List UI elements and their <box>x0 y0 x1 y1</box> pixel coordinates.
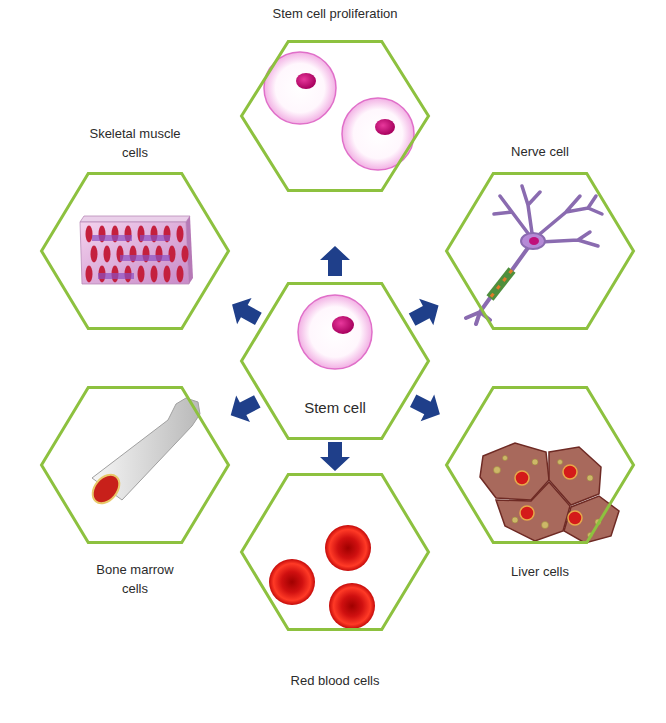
muscle-fiber <box>98 273 134 279</box>
muscle-nucleus <box>177 226 184 243</box>
hexagon-outline <box>445 386 635 544</box>
hexagon-outline <box>240 473 430 631</box>
cell-granule <box>512 517 518 523</box>
block-arrow <box>410 394 440 421</box>
block-arrow <box>320 246 350 276</box>
hexagon-node: Stem cell <box>240 282 430 440</box>
hexagon-caption: Stem cell proliferation <box>235 5 435 24</box>
hexagon-node: Nerve cell <box>445 172 635 330</box>
myelin-sheath <box>490 270 512 298</box>
hexagon-caption: Red blood cells <box>255 672 415 691</box>
myelin-node <box>490 270 512 298</box>
hexagon-caption: Skeletal muscle cells <box>85 125 185 163</box>
cell-granule <box>558 460 563 465</box>
muscle-nucleus <box>86 226 93 243</box>
muscle-fiber <box>140 235 170 241</box>
cell-nucleus <box>568 511 582 525</box>
muscle-nucleus <box>138 266 145 283</box>
muscle-figure <box>80 216 193 284</box>
liver-cells-figure <box>480 443 619 543</box>
hexagon-node: Stem cell proliferation <box>240 40 430 192</box>
hexagon-node: Liver cells <box>445 386 635 544</box>
cell-nucleus <box>515 471 529 485</box>
red-blood-cells-figure <box>269 525 375 629</box>
hexagon-outline <box>242 284 429 439</box>
hexagon-caption: Liver cells <box>480 563 600 582</box>
muscle-fiber <box>120 255 170 261</box>
cell-nucleus <box>296 73 316 89</box>
cell-granule <box>532 459 538 465</box>
muscle-nucleus <box>151 266 158 283</box>
block-arrow <box>320 442 350 471</box>
hexagon-outline <box>240 40 430 192</box>
liver-cell <box>480 443 549 500</box>
cell-nucleus <box>563 465 577 479</box>
cell-body <box>342 98 414 170</box>
hexagon-caption: Bone marrow cells <box>85 561 185 599</box>
cell-nucleus <box>375 119 395 135</box>
hexagon-outline <box>445 172 635 330</box>
cell-granule <box>587 475 593 481</box>
cell-body <box>298 295 372 369</box>
red-blood-cell <box>325 525 371 571</box>
cell-nucleus <box>520 506 534 520</box>
muscle-nucleus <box>86 266 93 283</box>
muscle-nucleus <box>182 246 189 263</box>
hexagon-outline <box>42 388 229 543</box>
hexagon-outline <box>42 174 229 329</box>
hexagon-outline <box>447 388 634 543</box>
muscle-nucleus <box>164 266 171 283</box>
block-arrow <box>409 299 439 326</box>
liver-cell <box>496 482 570 541</box>
axon <box>466 245 530 324</box>
cell-nucleus <box>529 237 539 245</box>
nerve-figure <box>466 186 602 324</box>
cell-granule <box>503 456 508 461</box>
cell-granule <box>494 467 501 474</box>
muscle-fiber <box>92 235 132 241</box>
hexagon-outline <box>242 42 429 191</box>
bone-marrow <box>87 470 124 509</box>
hexagon-outline <box>40 386 230 544</box>
hexagon-outline <box>40 172 230 330</box>
hexagon-node: Red blood cells <box>240 473 430 631</box>
cell-body <box>521 233 545 249</box>
node-label: Stem cell <box>260 397 410 419</box>
muscle-nucleus <box>104 246 111 263</box>
block-arrow <box>232 298 262 325</box>
red-blood-cell <box>269 559 315 605</box>
muscle-nucleus <box>91 246 98 263</box>
muscle-block <box>80 222 189 284</box>
proliferating-cells <box>264 52 414 170</box>
red-blood-cell <box>329 583 375 629</box>
hexagon-outline <box>447 174 634 329</box>
block-arrow <box>231 395 261 422</box>
muscle-top <box>80 216 190 222</box>
stem-cell-figure <box>298 295 372 369</box>
hexagon-node: Bone marrow cells <box>40 386 230 544</box>
bone-figure <box>87 398 200 508</box>
hexagon-outline <box>242 475 429 630</box>
muscle-nucleus <box>177 266 184 283</box>
cell-nucleus <box>332 316 354 334</box>
hexagon-outline <box>240 282 430 440</box>
hexagon-node: Skeletal muscle cells <box>40 172 230 330</box>
hexagon-caption: Nerve cell <box>480 143 600 162</box>
cell-granule <box>542 522 549 529</box>
dendrite <box>494 186 540 240</box>
